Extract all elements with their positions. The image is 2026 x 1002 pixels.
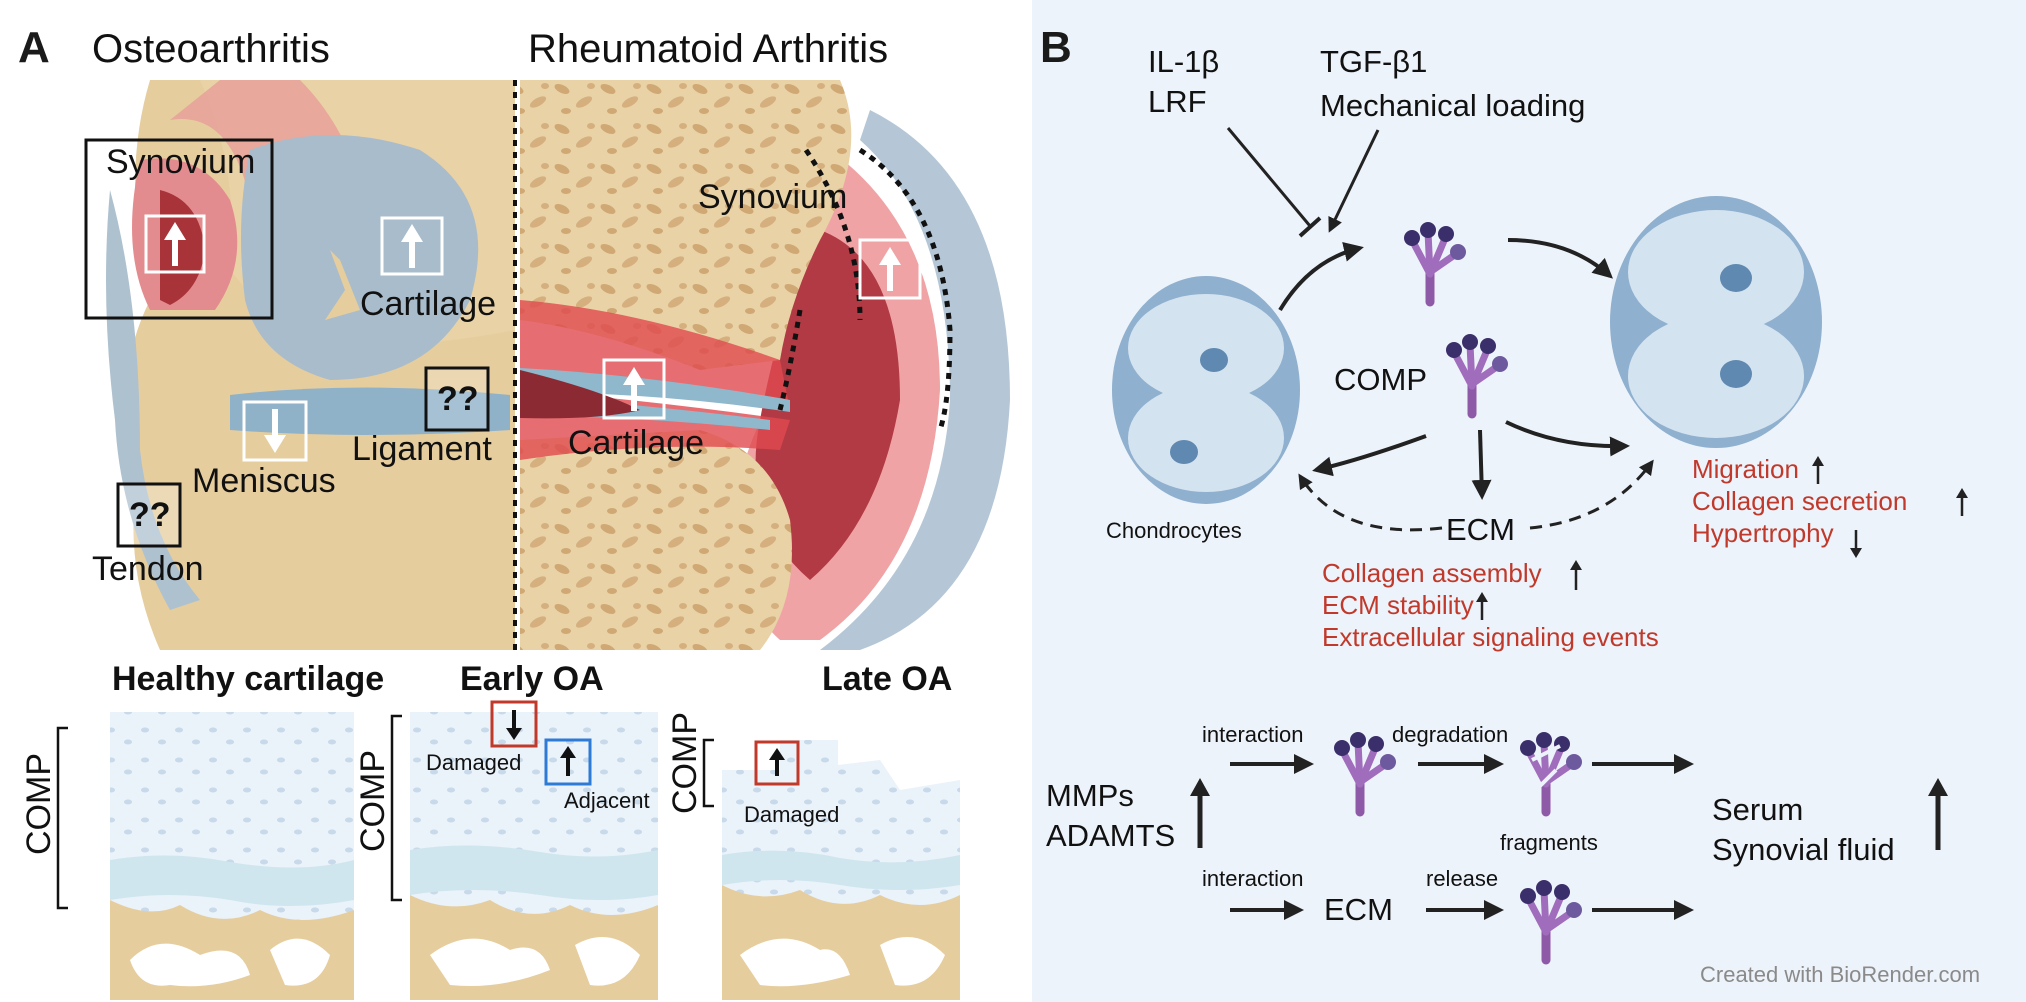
early-adjacent-label: Adjacent: [564, 788, 650, 813]
inhibition-bar: [1298, 216, 1322, 238]
ra-joint-illustration: [520, 80, 1010, 650]
chondrocyte-left: [1112, 276, 1300, 504]
ligament-unknown-label: ??: [437, 380, 479, 418]
panel-a-letter: A: [18, 23, 50, 72]
cell-effect-collagen-secretion: Collagen secretion: [1692, 486, 1907, 516]
early-adjacent-up-arrow: [560, 746, 576, 758]
dashed-ecm-to-chondrocyte: [1298, 473, 1443, 532]
cartilage-ra-up-box: [602, 358, 666, 420]
tendon-unknown-box: [116, 482, 182, 548]
healthy-cartilage-illustration: [110, 712, 354, 1000]
early-oa-illustration: [410, 712, 658, 1000]
inhibition-line: [1226, 127, 1312, 227]
protease-up-arrow: [1190, 778, 1210, 796]
early-damaged-down-box: [490, 700, 538, 748]
synovium-oa-box: [84, 138, 274, 320]
ra-title: Rheumatoid Arthritis: [528, 27, 888, 71]
destination-serum: Serum: [1712, 792, 1803, 827]
degradation-label: degradation: [1392, 722, 1508, 747]
comp-fragments: [1520, 732, 1582, 812]
comp-label: COMP: [1334, 362, 1427, 397]
fragments-label: fragments: [1500, 830, 1598, 855]
biorender-watermark: Created with BioRender.com: [1700, 962, 1980, 987]
cartilage-oa-up-box: [380, 216, 444, 276]
synovium-oa-label: Synovium: [106, 143, 255, 181]
early-damaged-down-arrow: [506, 728, 522, 740]
late-damaged-label: Damaged: [744, 802, 839, 827]
arrow-cell-to-comp: [1278, 242, 1364, 312]
early-comp-label: COMP: [354, 750, 392, 852]
healthy-cartilage-title: Healthy cartilage: [112, 660, 384, 698]
ecm-effect-ecm-stability: ECM stability: [1322, 590, 1474, 620]
late-comp-label: COMP: [666, 712, 704, 814]
cartilage-oa-label: Cartilage: [360, 285, 496, 323]
panel-b-letter: B: [1040, 23, 1072, 72]
ecm-effect-collagen-assembly: Collagen assembly: [1322, 558, 1542, 588]
release-label: release: [1426, 866, 1498, 891]
late-comp-bracket: [702, 738, 714, 808]
early-damaged-label: Damaged: [426, 750, 521, 775]
ecm-label: ECM: [1446, 512, 1515, 547]
oa-title: Osteoarthritis: [92, 27, 330, 71]
inhibitor-il1b: IL-1β: [1148, 44, 1219, 79]
synovium-ra-label: Synovium: [698, 178, 847, 216]
interaction-label-bottom: interaction: [1202, 866, 1304, 891]
early-oa-title: Early OA: [460, 660, 604, 698]
late-damaged-up-box: [754, 740, 800, 786]
tendon-label: Tendon: [92, 550, 204, 588]
destination-synovial-fluid: Synovial fluid: [1712, 832, 1895, 867]
late-oa-illustration: [722, 740, 960, 1000]
activation-arrow: [1328, 129, 1380, 233]
activator-mechanical-loading: Mechanical loading: [1320, 88, 1585, 123]
protease-adamts: ADAMTS: [1046, 818, 1175, 853]
cell-effect-migration: Migration: [1692, 454, 1799, 484]
chondrocyte-right: [1610, 196, 1822, 448]
inhibitor-lrf: LRF: [1148, 84, 1207, 119]
late-oa-title: Late OA: [822, 660, 952, 698]
healthy-comp-label: COMP: [20, 753, 58, 855]
meniscus-label: Meniscus: [192, 462, 336, 500]
cell-effect-hypertrophy: Hypertrophy: [1692, 518, 1834, 548]
chondrocytes-label: Chondrocytes: [1106, 518, 1242, 543]
ligament-unknown-box: [424, 366, 490, 432]
tendon-unknown-label: ??: [129, 496, 171, 534]
ligament-label: Ligament: [352, 430, 492, 468]
ecm-effect-extracellular-signaling: Extracellular signaling events: [1322, 622, 1659, 652]
ecm-bottom-label: ECM: [1324, 892, 1393, 927]
late-damaged-up-arrow: [769, 748, 785, 760]
panel-b: B IL-1β LRF TGF-β1 Mechanical loading Ch…: [1032, 0, 2026, 1002]
dashed-ecm-to-right-cell: [1529, 459, 1654, 530]
synovium-oa-up-box: [144, 214, 206, 274]
protease-mmps: MMPs: [1046, 778, 1134, 813]
healthy-comp-bracket: [56, 726, 68, 910]
early-comp-bracket: [390, 714, 402, 902]
arrow-comp-to-ecm: [1471, 429, 1492, 500]
arrow-comp-to-cell: [1507, 238, 1613, 279]
arrow-comp-to-chondrocyte: [1312, 434, 1427, 477]
interaction-label-top: interaction: [1202, 722, 1304, 747]
arrow-comp-to-right-cell: [1505, 420, 1630, 457]
destination-up-arrow: [1928, 778, 1948, 796]
panel-a: A Osteoarthritis Rheumatoid Arthritis Sy…: [18, 23, 1010, 1000]
early-adjacent-up-box: [544, 738, 592, 786]
synovium-ra-up-box: [858, 238, 922, 300]
meniscus-down-box: [242, 400, 308, 462]
cartilage-ra-label: Cartilage: [568, 424, 704, 462]
activator-tgfb1: TGF-β1: [1320, 44, 1427, 79]
